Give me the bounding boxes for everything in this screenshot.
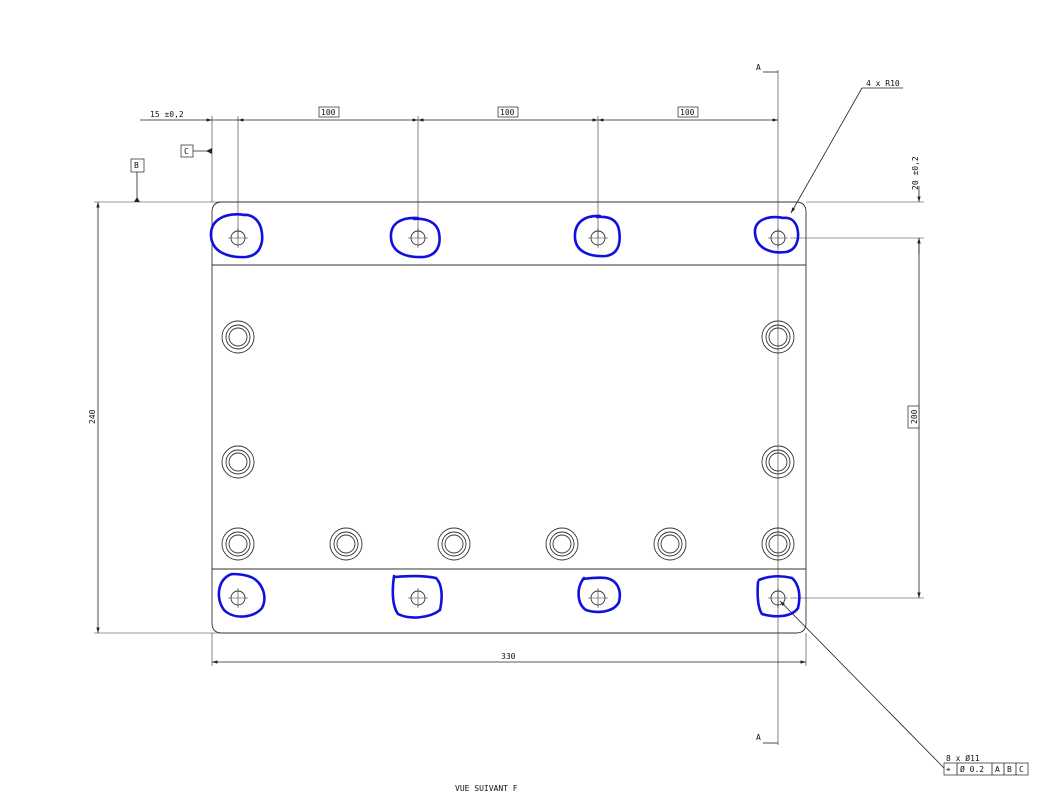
datum-ref-a: A: [995, 765, 1000, 774]
markup-circle: [753, 215, 800, 254]
overall-height-value: 240: [88, 409, 97, 424]
section-marker-bottom: A: [756, 733, 761, 742]
counterbore-hole: [221, 445, 255, 479]
hole-quantity-diameter: 8 x Ø11: [946, 753, 980, 763]
markup-circle: [577, 576, 622, 614]
counterbore-hole: [545, 527, 579, 561]
top-offset-dimension: 20 ±0,2: [911, 156, 920, 190]
counterbore-hole: [329, 527, 363, 561]
datum-ref-b: B: [1007, 765, 1012, 774]
pitch-dimension-1: 100: [321, 108, 336, 117]
markup-circle: [573, 214, 621, 258]
plate-outline: [211, 201, 807, 634]
counterbore-hole: [761, 320, 795, 354]
through-hole: [228, 588, 248, 608]
hole-spacing-vertical-dimension: 200: [910, 409, 919, 424]
datum-b: B: [130, 158, 145, 202]
counterbore-hole: [653, 527, 687, 561]
top-dimension-chain: 100 100 100 15 ±0,2: [140, 106, 778, 238]
pitch-dimension-2: 100: [500, 108, 515, 117]
position-tolerance-icon: ⌖: [946, 765, 951, 774]
right-dimensions: 20 ±0,2 200: [790, 156, 924, 599]
corner-radius-label: 4 x R10: [866, 79, 900, 88]
counterbore-hole: [761, 527, 795, 561]
edge-offset-dimension: 15 ±0,2: [150, 110, 184, 119]
markup-circle: [389, 216, 441, 259]
counterbore-hole: [221, 527, 255, 561]
feature-control-frame: ⌖ Ø 0.2 A B C: [943, 762, 1029, 776]
counterbore-hole: [221, 320, 255, 354]
position-tolerance-value: Ø 0.2: [960, 764, 984, 774]
view-title: VUE SUIVANT F: [455, 784, 518, 793]
pitch-dimension-3: 100: [680, 108, 695, 117]
datum-ref-c: C: [1019, 765, 1024, 774]
overall-width-value: 330: [501, 652, 516, 661]
counterbore-holes: [221, 320, 795, 561]
counterbore-hole: [437, 527, 471, 561]
datum-c-label: C: [184, 147, 189, 156]
through-hole: [768, 228, 788, 248]
through-hole: [768, 588, 788, 608]
overall-width-dimension: 330: [211, 633, 807, 666]
through-hole: [408, 588, 428, 608]
datum-c: C: [180, 144, 212, 158]
markup-circle: [217, 572, 266, 618]
markup-circle: [391, 574, 443, 619]
hole-callout: 8 x Ø11 ⌖ Ø 0.2 A B C: [779, 600, 1029, 776]
section-marker-top: A: [756, 63, 761, 72]
through-holes: [228, 228, 788, 608]
counterbore-hole: [761, 445, 795, 479]
datum-b-label: B: [134, 161, 139, 170]
corner-radius-callout: 4 x R10: [790, 79, 903, 214]
section-line-a: A A: [756, 63, 779, 745]
markup-circle: [756, 574, 801, 618]
overall-height-dimension: 240: [88, 201, 222, 634]
through-hole: [588, 588, 608, 608]
markup-circle: [209, 213, 264, 259]
hand-drawn-markup: [209, 213, 801, 619]
